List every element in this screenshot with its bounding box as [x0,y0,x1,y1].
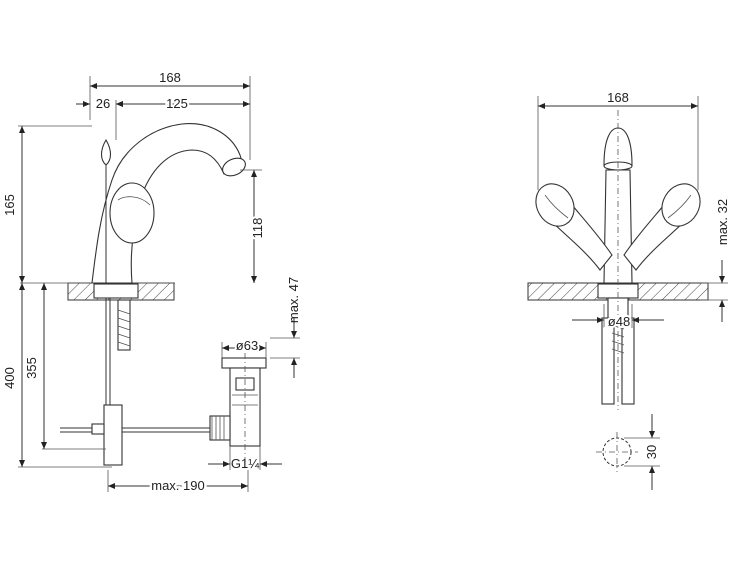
dim-label-400: 400 [2,367,17,389]
tail-thread [117,309,131,347]
supply-tail [117,299,131,351]
dim-label-max-190: max. 190 [151,478,204,493]
dim-label-165: 165 [2,194,17,216]
side-tail-left [601,317,615,405]
side-dim-label-48: ø48 [608,314,630,329]
popup-knob [100,138,112,166]
waste-flange [221,357,267,369]
rod-clamp [103,404,123,466]
spout-aerator [222,157,246,177]
dim-label-168: 168 [159,70,181,85]
dim-label-63: ø63 [236,338,258,353]
side-dim-label-168: 168 [607,90,629,105]
dim-label-26: 26 [96,96,110,111]
handle [109,182,155,244]
side-spout [603,127,633,166]
mounting-nut [93,283,139,299]
side-tail-right [621,317,635,405]
dim-label-125: 125 [166,96,188,111]
handle-detail [117,196,151,206]
dim-label-max-47: max. 47 [286,277,301,323]
dim-label-30: 30 [644,445,659,459]
front-view: 168 26 125 165 118 400 355 max. 47 ø63 G… [2,70,301,496]
dim-label-g1-quarter: G1¼ [231,456,259,471]
dim-label-355: 355 [24,357,39,379]
side-view: 30 168 max. 32 ø48 [527,90,730,490]
dim-label-118: 118 [250,218,265,239]
side-dim-label-max-32: max. 32 [715,199,730,245]
